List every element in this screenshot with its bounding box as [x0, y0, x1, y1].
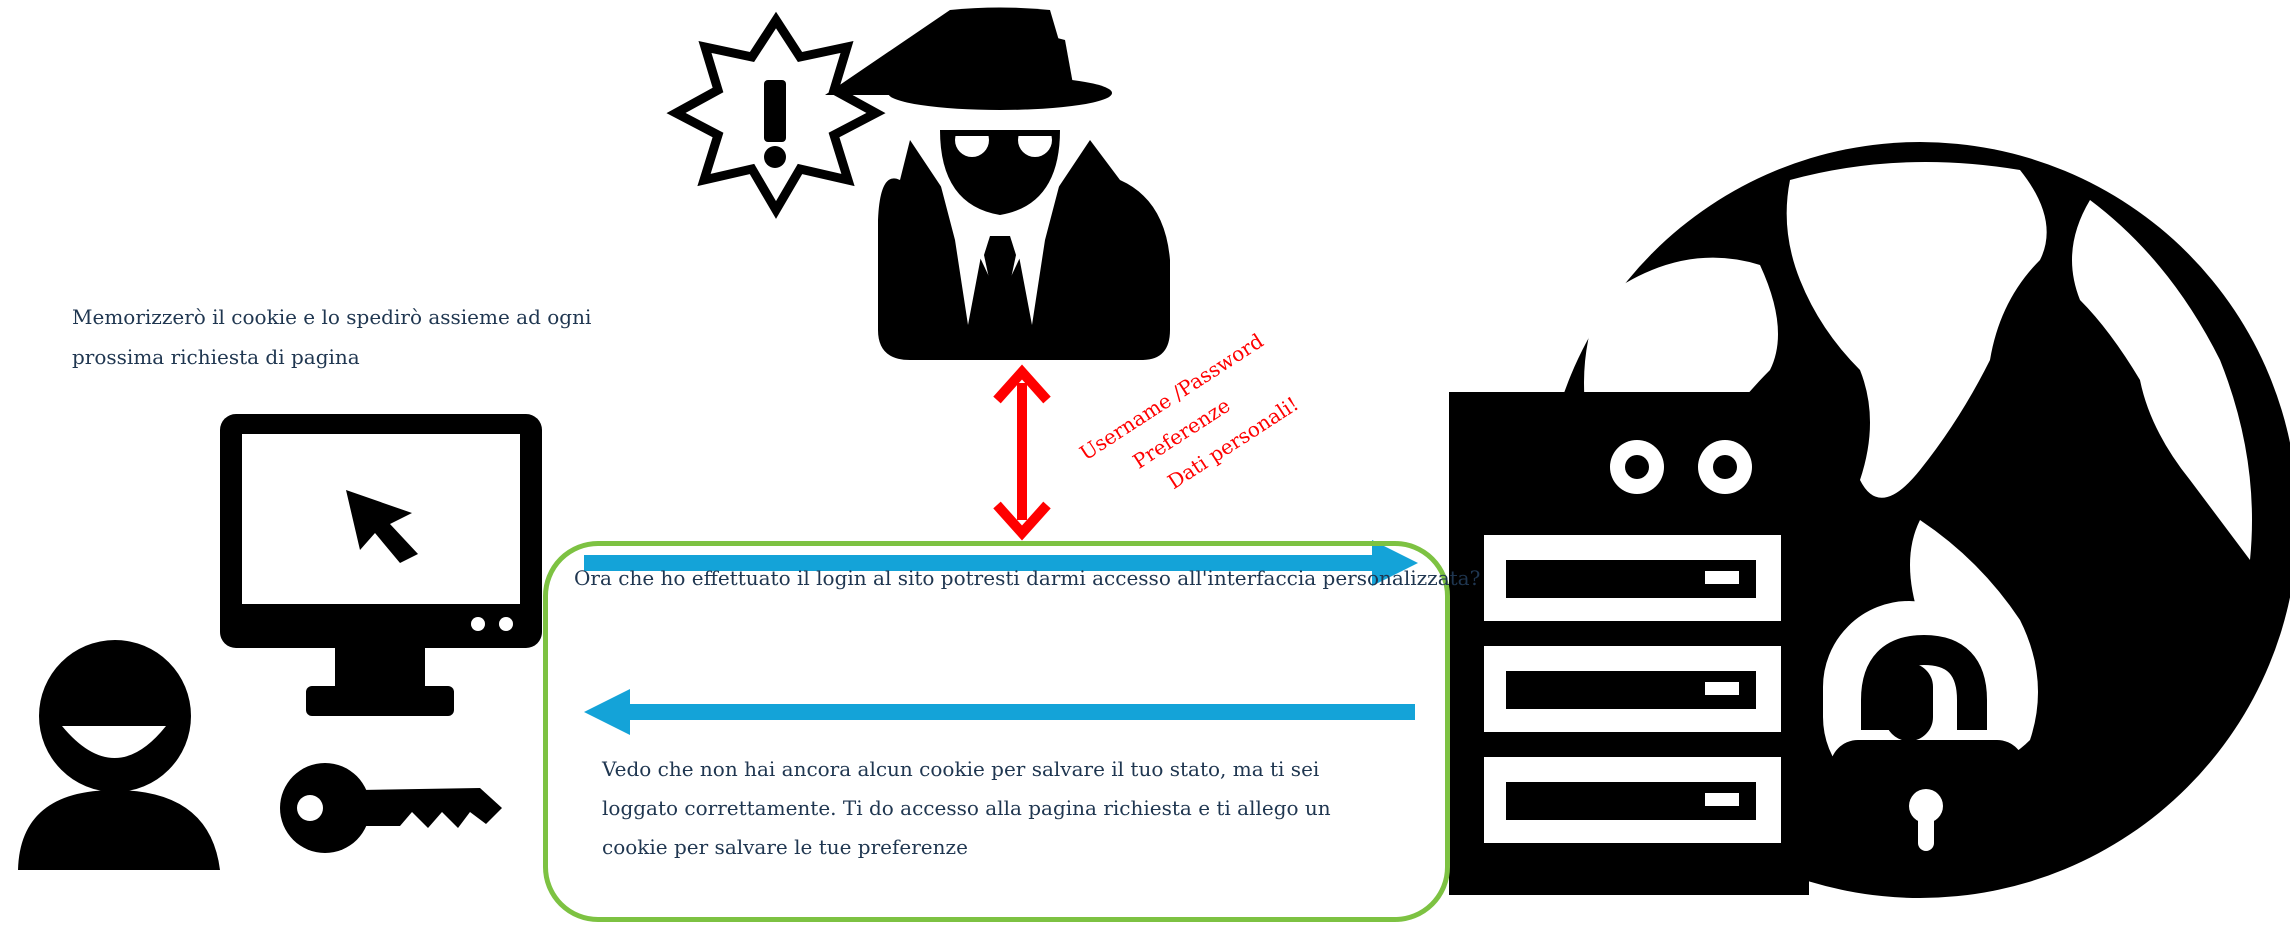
warning-icon	[666, 11, 886, 219]
monitor-icon	[220, 414, 542, 716]
key-icon	[280, 763, 502, 853]
cursor-icon	[346, 490, 418, 563]
response-arrow	[584, 689, 1415, 735]
request-message: Ora che ho effettuato il login al sito p…	[574, 566, 1481, 590]
user-icon	[18, 640, 220, 870]
threat-double-arrow	[993, 364, 1051, 541]
http-exchange-box	[543, 541, 1450, 922]
client-note: Memorizzerò il cookie e lo spedirò assie…	[72, 305, 592, 369]
spy-icon	[825, 7, 1170, 360]
padlock-icon	[1823, 601, 2025, 885]
response-message: Vedo che non hai ancora alcun cookie per…	[602, 757, 1331, 859]
server-icon	[1449, 392, 1809, 895]
